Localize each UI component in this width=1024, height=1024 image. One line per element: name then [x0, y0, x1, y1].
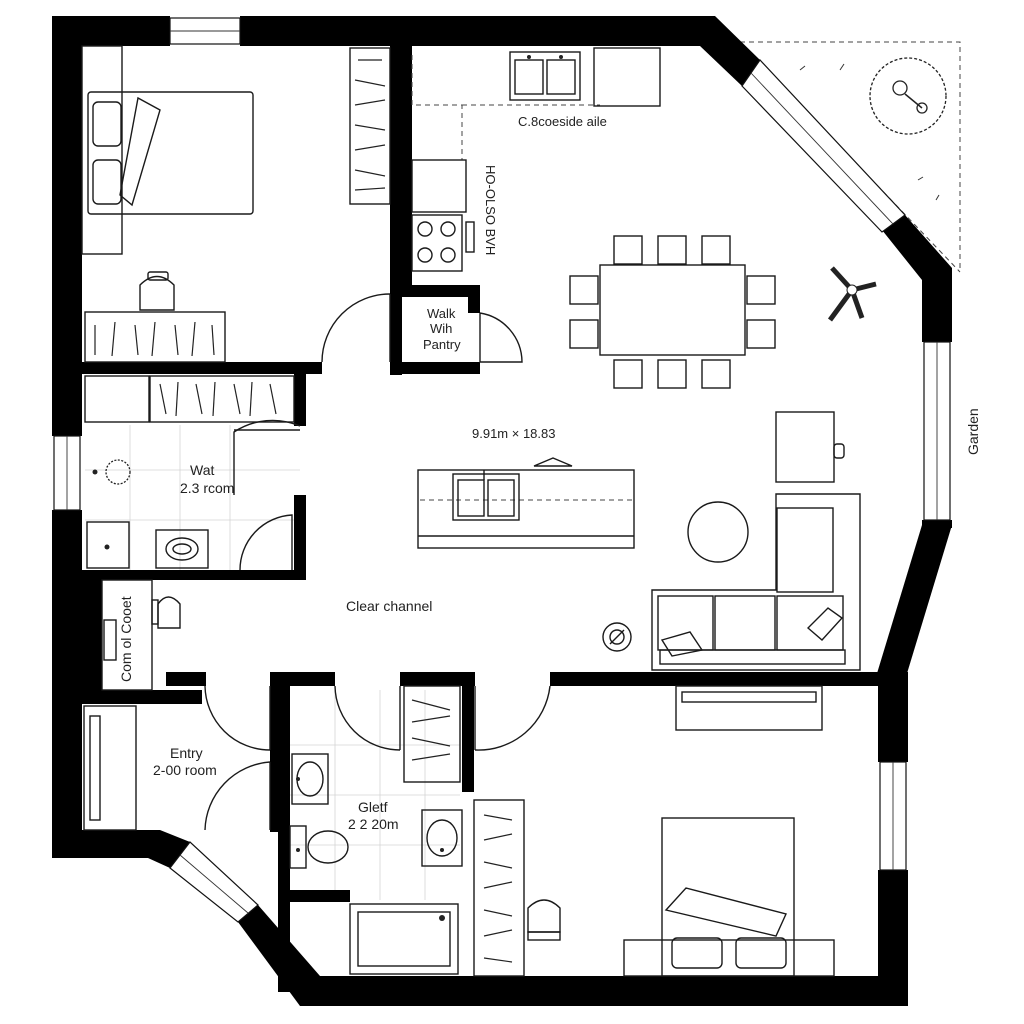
- desk-chair-icon: [139, 271, 175, 311]
- tree-icon: [869, 57, 947, 135]
- coat-closet: Com ol Cooet Clear channel: [101, 579, 432, 691]
- dining-table-icon: [569, 235, 776, 389]
- entry-label: Entry: [170, 745, 203, 761]
- stove-icon: [411, 214, 463, 272]
- ceiling-fan-icon: [827, 266, 877, 322]
- pantry: Walk Wih Pantry: [423, 306, 461, 352]
- sink-icon: [421, 809, 463, 867]
- entry-dims: 2-00 room: [153, 762, 217, 778]
- bed-icon: [87, 91, 254, 215]
- great-room-dims: 9.91m × 18.83: [472, 426, 555, 441]
- entry: Entry 2-00 room: [83, 705, 217, 831]
- living: Garden: [602, 408, 981, 671]
- desk-chair-icon: [151, 596, 181, 629]
- toilet-icon: [289, 825, 349, 869]
- sink-icon: [452, 470, 520, 521]
- sink-icon: [155, 529, 209, 569]
- wet-room-dims: 2.3 rcom: [180, 480, 234, 496]
- wet-room-tiles: [85, 425, 300, 570]
- sink-icon: [291, 753, 329, 805]
- lamp-icon: [602, 622, 632, 652]
- bath: Gletf 2 2 20m: [289, 685, 463, 975]
- clear-channel-label: Clear channel: [346, 598, 432, 614]
- wet-room: Wat 2.3 rcom: [84, 375, 295, 569]
- bath-tiles: [290, 690, 460, 900]
- outside-area-label: C.8coeside aile: [518, 114, 607, 129]
- bedroom-2: [473, 685, 835, 977]
- sofa-icon: [651, 493, 861, 671]
- island: 9.91m × 18.83: [417, 426, 635, 549]
- desk-chair-icon: [527, 899, 561, 941]
- kitchen: C.8coeside aile HO-OLSO BVH: [411, 47, 661, 272]
- pantry-label-1: Walk: [427, 306, 456, 321]
- doors: [204, 293, 551, 831]
- bed-icon: [623, 817, 835, 977]
- sink-icon: [509, 51, 581, 101]
- kitchen-vertical-label: HO-OLSO BVH: [483, 165, 498, 255]
- garden-label: Garden: [965, 408, 981, 455]
- walls: [52, 16, 952, 1006]
- bedroom-1: [81, 45, 391, 363]
- wet-room-label: Wat: [190, 462, 214, 478]
- pantry-label-2: Wih: [430, 321, 452, 336]
- bath-dims: 2 2 20m: [348, 816, 399, 832]
- pantry-label-3: Pantry: [423, 337, 461, 352]
- bathtub-icon: [349, 903, 459, 975]
- coat-closet-label: Com ol Cooet: [118, 596, 134, 682]
- bath-label: Gletf: [358, 799, 388, 815]
- windows: [53, 17, 951, 923]
